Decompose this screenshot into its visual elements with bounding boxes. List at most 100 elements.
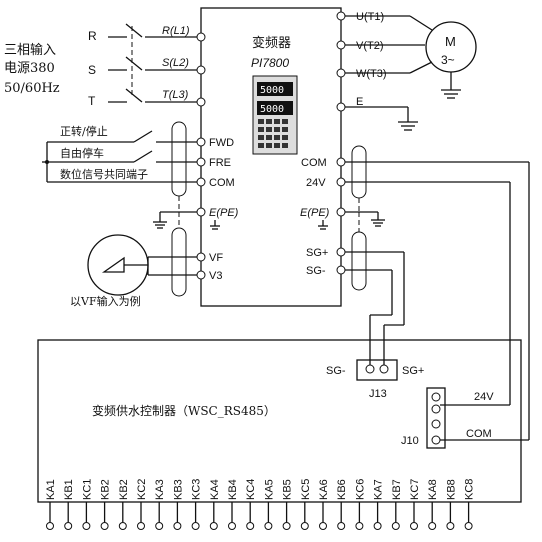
terminal-w-t3-label: W(T3) — [356, 68, 387, 80]
terminal-pin — [373, 522, 382, 530]
terminal-fre-label: FRE — [209, 157, 231, 169]
terminal-vf — [196, 252, 206, 262]
motor-phase: 3~ — [441, 53, 455, 67]
forward-stop-label: 正转/停止 — [60, 124, 108, 138]
terminal-pin — [228, 522, 236, 530]
terminal-label-kb8: KB8 — [445, 479, 457, 500]
terminal-label-kc2: KC2 — [136, 479, 148, 500]
terminal-v-t2-label: V(T2) — [356, 40, 384, 52]
potentiometer — [87, 234, 197, 296]
terminal-sg-minus-label: SG- — [306, 265, 326, 277]
terminal-pin — [428, 522, 437, 530]
terminal-label-kb2: KB2 — [100, 479, 112, 500]
terminal-sg-plus — [336, 247, 346, 257]
phase-t-label: T — [88, 94, 96, 108]
terminal-pin — [337, 522, 346, 530]
terminal-s-l2 — [196, 65, 206, 75]
terminal-pin — [355, 522, 364, 530]
terminal-fwd-label: FWD — [209, 137, 234, 149]
terminal-pin — [82, 522, 91, 530]
terminal-com-left-label: COM — [209, 177, 235, 189]
power-input-label-1: 三相输入 — [4, 42, 56, 58]
terminal-t-l3 — [196, 97, 206, 107]
terminal-com-right — [336, 157, 346, 167]
phase-r-label: R — [88, 29, 97, 43]
terminal-label-kc1: KC1 — [81, 479, 93, 500]
terminal-epe-left — [196, 207, 206, 217]
j13-sg-minus-label: SG- — [326, 365, 346, 377]
terminal-v-t2 — [336, 40, 346, 50]
terminal-pin — [191, 522, 200, 530]
j10-connector — [426, 387, 446, 449]
motor-ground — [441, 72, 461, 99]
phase-r-wire — [108, 23, 197, 38]
terminal-epe-left-label: E(PE) — [209, 207, 239, 219]
terminal-r-l1-label: R(L1) — [162, 25, 190, 37]
terminal-v3-label: V3 — [209, 270, 222, 282]
power-input-label-3: 50/60Hz — [4, 81, 60, 96]
terminal-sg-minus — [336, 265, 346, 275]
terminal-epe-right-label: E(PE) — [300, 207, 330, 219]
e-ground — [345, 106, 418, 131]
j10-24v-label: 24V — [474, 391, 494, 403]
terminal-pin — [391, 522, 400, 530]
terminal-sg-plus-label: SG+ — [306, 247, 328, 259]
terminal-label-ka3: KA3 — [154, 479, 166, 500]
epe-right-ground — [318, 220, 328, 230]
sg-wires — [345, 251, 405, 365]
phase-s-label: S — [88, 63, 96, 77]
j13-pin-sg-minus — [365, 364, 375, 374]
j10-pin-24v — [431, 404, 441, 414]
terminal-pin — [446, 522, 455, 530]
terminal-label-kb1: KB1 — [63, 479, 75, 500]
terminal-e — [336, 102, 346, 112]
keypad-display-bottom: 5000 — [260, 104, 284, 115]
motor-wires — [345, 15, 433, 74]
terminal-pin — [282, 522, 291, 530]
terminal-label-ka7: KA7 — [373, 479, 385, 500]
j10-label: J10 — [401, 435, 419, 447]
terminal-label-kc8: KC8 — [464, 479, 476, 500]
terminal-label-kc6: KC6 — [354, 479, 366, 500]
terminal-fre — [196, 157, 206, 167]
j13-sg-plus-label: SG+ — [402, 365, 424, 377]
j13-pin-sg-plus — [379, 364, 389, 374]
motor-label: M — [445, 34, 456, 49]
terminal-label-ka5: KA5 — [263, 479, 275, 500]
terminal-24v — [336, 177, 346, 187]
terminal-label-kb3: KB3 — [172, 479, 184, 500]
terminal-pin — [264, 522, 273, 530]
terminal-pin — [155, 522, 164, 530]
terminal-pin — [137, 522, 145, 530]
terminal-label-kb6: KB6 — [336, 479, 348, 500]
terminal-label-ka1: KA1 — [45, 479, 57, 500]
terminal-pin — [64, 522, 73, 530]
terminal-pin — [100, 522, 109, 530]
terminal-fwd — [196, 137, 206, 147]
controller-title: 变频供水控制器（WSC_RS485） — [92, 403, 276, 418]
inverter-model: PI7800 — [251, 56, 289, 70]
terminal-t-l3-label: T(L3) — [162, 89, 189, 101]
keypad-display-top: 5000 — [260, 85, 284, 96]
phase-s-wire — [108, 56, 197, 71]
terminal-pin — [246, 522, 255, 530]
epe-left-ground — [210, 220, 220, 230]
controller-box — [37, 339, 522, 503]
terminal-pin — [319, 522, 327, 530]
inverter-box — [200, 7, 342, 307]
com-24v-wires — [345, 161, 530, 441]
terminal-s-l2-label: S(L2) — [162, 57, 189, 69]
terminal-u-t1-label: U(T1) — [356, 11, 384, 23]
terminal-pin — [118, 522, 127, 530]
terminal-pin — [209, 522, 218, 530]
terminal-label-ka4: KA4 — [209, 479, 221, 500]
terminal-pin — [410, 522, 418, 530]
right-shield-cable-bottom — [351, 212, 367, 291]
terminal-u-t1 — [336, 11, 346, 21]
potentiometer-note: 以VF输入为例 — [70, 294, 141, 308]
terminal-w-t3 — [336, 68, 346, 78]
common-terminal-label: 数位信号共同端子 — [60, 167, 148, 181]
terminal-com-left — [196, 177, 206, 187]
terminal-pin — [464, 522, 473, 530]
